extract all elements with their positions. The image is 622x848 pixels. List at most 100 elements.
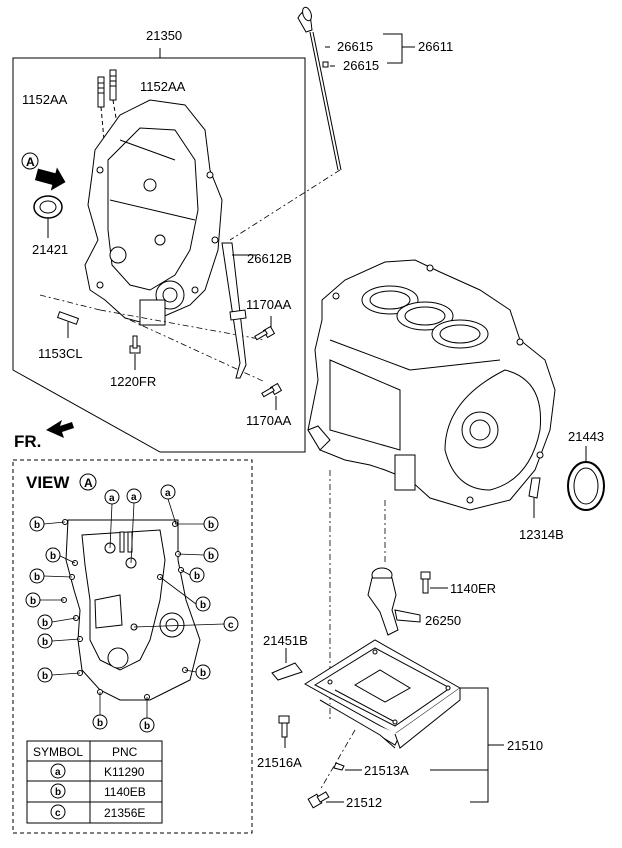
svg-text:b: b [200, 668, 206, 679]
table-row: a K11290 [50, 763, 145, 779]
label-bolt-strainer: 1140ER [450, 581, 496, 596]
rear-seal-icon [567, 446, 605, 511]
label-drain-plug: 21512 [346, 795, 382, 810]
oil-pan-icon [304, 639, 461, 749]
cover-assembly-frame [12, 57, 306, 453]
label-strainer: 26250 [425, 613, 461, 628]
table-row: b 1140EB [50, 783, 146, 799]
table-cell-pnc: K11290 [104, 765, 145, 779]
label-dowel: 12314B [519, 527, 564, 542]
callout-b: b [195, 596, 211, 612]
label-dipstick-guide-b: 26615 [343, 58, 379, 73]
table-cell-pnc: 21356E [104, 806, 145, 820]
callout-a: a [104, 489, 120, 505]
callout-b: b [37, 614, 53, 630]
callout-c: c [223, 616, 239, 632]
callout-b: b [29, 568, 45, 584]
stud-bolts-icon [97, 69, 119, 141]
callout-a: a [160, 484, 176, 500]
table-header-symbol: SYMBOL [33, 745, 83, 759]
front-arrow-icon [46, 420, 74, 438]
baffle-icon [271, 648, 303, 681]
cylinder-block-icon [307, 259, 556, 511]
callout-b: b [203, 547, 219, 563]
label-oil-pan: 21510 [507, 738, 543, 753]
drain-plug-icon [307, 791, 330, 809]
svg-text:c: c [228, 620, 234, 631]
pan-clip-icon [333, 762, 345, 771]
label-baffle: 21451B [263, 633, 308, 648]
callout-b: b [195, 664, 211, 680]
timing-cover-icon [84, 99, 223, 326]
callout-b: b [203, 516, 219, 532]
bolt-front-icon [129, 335, 141, 370]
bolt-upper-icon [254, 316, 276, 341]
svg-text:b: b [30, 596, 36, 607]
svg-text:b: b [208, 551, 214, 562]
table-row: c 21356E [50, 804, 145, 820]
label-bolt-lower: 1170AA [246, 413, 292, 428]
bolt-lower-icon [261, 382, 283, 410]
front-direction-indicator: FR. [14, 420, 74, 451]
oil-strainer-icon [367, 567, 421, 636]
table-header-pnc: PNC [112, 745, 138, 759]
table-cell-pnc: 1140EB [104, 785, 146, 799]
front-seal-icon [33, 195, 63, 238]
svg-text:b: b [208, 520, 214, 531]
table-cell-symbol: a [55, 767, 61, 778]
svg-text:b: b [42, 671, 48, 682]
label-stud-lower: 1153CL [38, 346, 83, 361]
label-seal-rear: 21443 [568, 429, 604, 444]
view-cover-icon [61, 519, 201, 701]
svg-text:b: b [144, 721, 150, 732]
symbol-table: SYMBOL PNC a K11290 b 1140EB c 21356E [26, 740, 163, 824]
svg-text:b: b [42, 637, 48, 648]
bolt-strainer-icon [420, 571, 448, 594]
label-seal-front: 21421 [32, 242, 68, 257]
label-dipstick-tube: 26612B [247, 251, 292, 266]
svg-text:a: a [131, 492, 137, 503]
callout-b: b [92, 714, 108, 730]
callout-b: b [37, 667, 53, 683]
svg-text:b: b [34, 520, 40, 531]
callout-b: b [25, 592, 41, 608]
view-leaders [40, 498, 225, 718]
label-bolt-upper: 1170AA [246, 297, 292, 312]
label-bolt-front: 1220FR [110, 374, 156, 389]
svg-text:b: b [50, 551, 56, 562]
svg-text:b: b [194, 571, 200, 582]
stud-lower-icon [56, 311, 80, 338]
svg-text:FR.: FR. [14, 432, 41, 451]
dowel-icon [528, 477, 541, 518]
view-a-marker-icon: A [21, 152, 66, 191]
bolt-pan-icon [278, 715, 290, 748]
callout-b: b [139, 717, 155, 733]
dipstick-icon [297, 6, 342, 171]
svg-text:b: b [200, 600, 206, 611]
callout-b: b [37, 633, 53, 649]
dipstick-tube-icon [221, 242, 256, 379]
svg-text:a: a [109, 493, 115, 504]
oil-pan-bracket [430, 687, 504, 803]
svg-text:b: b [97, 718, 103, 729]
svg-text:b: b [34, 572, 40, 583]
table-cell-symbol: b [55, 787, 61, 798]
label-bolt-pan: 21516A [257, 755, 302, 770]
label-stud-left: 1152AA [22, 92, 68, 107]
view-callouts: a a a b b b b b b b b b b b b b b c [25, 484, 239, 733]
dipstick-group: 26615 26615 26611 [297, 6, 453, 171]
svg-text:b: b [42, 618, 48, 629]
label-stud-right: 1152AA [140, 79, 186, 94]
view-marker: A [84, 476, 93, 490]
svg-text:A: A [26, 155, 35, 169]
label-pan-clip: 21513A [364, 763, 409, 778]
table-cell-symbol: c [55, 808, 61, 819]
view-title: VIEW [26, 473, 70, 492]
block-guide-lines [319, 470, 386, 791]
label-dipstick-assy: 26611 [418, 39, 453, 54]
label-cover-assy: 21350 [146, 28, 182, 43]
cover-assembly-group: 21350 1152AA 1152AA A 21421 [12, 28, 341, 453]
callout-b: b [189, 567, 205, 583]
view-a-panel: VIEW A [12, 459, 253, 834]
